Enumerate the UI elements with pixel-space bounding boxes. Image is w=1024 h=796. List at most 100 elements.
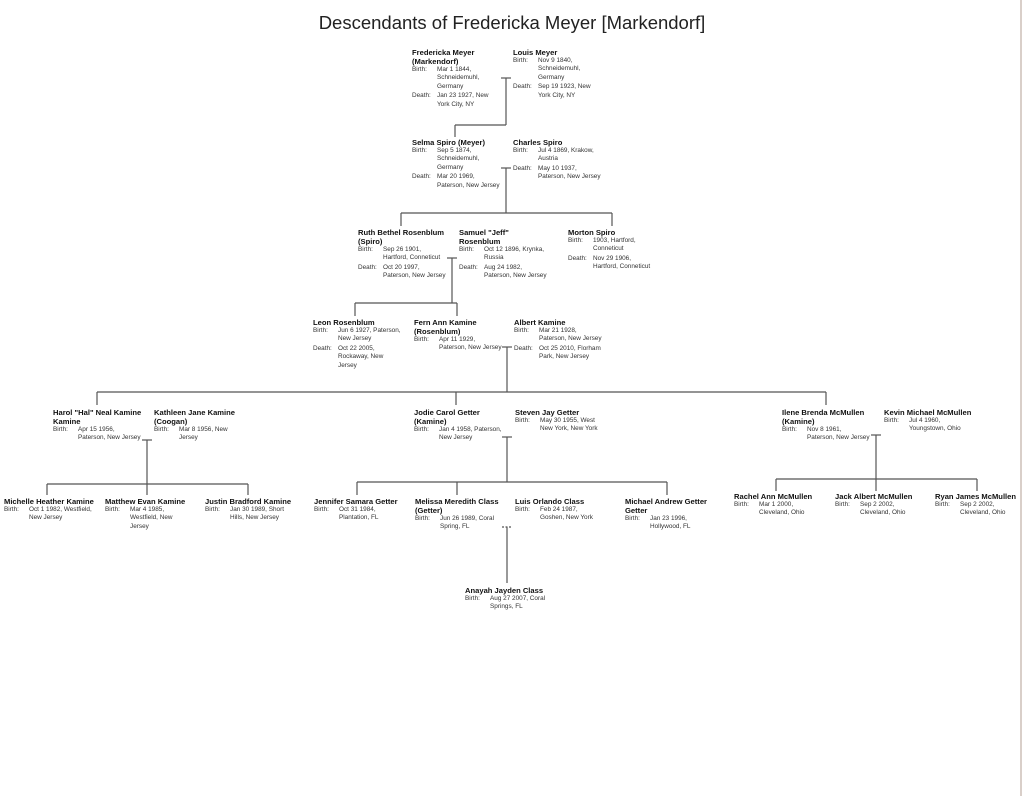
event-death: Death: Mar 20 1969, Paterson, New Jersey xyxy=(412,173,504,190)
person-name: Fern Ann Kamine (Rosenblum) xyxy=(414,318,477,336)
person-kathleen: Kathleen Jane Kamine (Coogan)Birth:Mar 8… xyxy=(154,408,246,443)
person-name: Kevin Michael McMullen xyxy=(884,408,972,417)
event-birth: Birth:Jan 4 1958, Paterson, New Jersey xyxy=(414,426,506,443)
event-value: Nov 9 1840, Schneidemuhl, Germany xyxy=(538,57,581,81)
event-death: Death:Oct 25 2010, Florham Park, New Jer… xyxy=(514,345,606,362)
event-death: Death: May 10 1937, Paterson, New Jersey xyxy=(513,165,605,182)
event-label: Birth: xyxy=(414,426,429,433)
person-name: Charles Spiro xyxy=(513,138,563,147)
person-ilene: Ilene Brenda McMullen (Kamine)Birth: Nov … xyxy=(782,408,874,443)
event-birth: Birth:Mar 1 1844, Schneidemuhl, Germany xyxy=(412,66,504,91)
event-value: May 10 1937, Paterson, New Jersey xyxy=(538,164,601,181)
event-label: Birth: xyxy=(412,66,427,73)
event-birth: Birth:Mar 21 1928, Paterson, New Jersey xyxy=(514,327,606,344)
event-birth: Birth: Feb 24 1987, Goshen, New York xyxy=(515,506,611,523)
event-value: Feb 24 1987, Goshen, New York xyxy=(540,506,593,522)
event-label: Birth: xyxy=(358,246,373,253)
event-label: Birth: xyxy=(205,506,220,513)
person-name: Melissa Meredith Class (Getter) xyxy=(415,497,499,515)
event-birth: Birth:Sep 2 2002, Cleveland, Ohio xyxy=(835,501,931,518)
event-death: Death:Jan 23 1927, New York City, NY xyxy=(412,92,504,109)
event-label: Birth: xyxy=(884,417,899,424)
page-edge xyxy=(1020,0,1022,796)
person-name: Matthew Evan Kamine xyxy=(105,497,186,506)
event-birth: Birth: Sep 26 1901, Hartford, Conneticut xyxy=(358,246,458,263)
person-name: Selma Spiro (Meyer) xyxy=(412,138,486,147)
person-name: Michael Andrew Getter Getter xyxy=(625,497,708,515)
event-value: Mar 20 1969, Paterson, New Jersey xyxy=(437,173,500,189)
person-name: Samuel "Jeff" Rosenblum xyxy=(459,228,509,246)
event-birth: Birth: Jun 26 1989, Coral Spring, FL xyxy=(415,515,511,532)
person-name: Leon Rosenblum xyxy=(313,318,375,327)
person-name: Kathleen Jane Kamine (Coogan) xyxy=(154,408,236,426)
event-value: Jan 30 1989, Short Hills, New Jersey xyxy=(230,506,285,522)
event-birth: Birth: Jul 4 1869, Krakow, Austria xyxy=(513,147,605,164)
event-label: Death: xyxy=(568,254,587,262)
event-birth: Birth:Oct 31 1984, Plantation, FL xyxy=(314,506,406,523)
event-value: Aug 24 1982, Paterson, New Jersey xyxy=(484,263,547,280)
person-name: Ilene Brenda McMullen (Kamine) xyxy=(782,408,865,426)
event-birth: Birth:Jul 4 1960, Youngstown, Ohio xyxy=(884,417,976,434)
event-label: Birth: xyxy=(105,506,120,513)
person-name: Rachel Ann McMullen xyxy=(734,492,813,501)
event-death: Death:Aug 24 1982, Paterson, New Jersey xyxy=(459,264,551,281)
event-label: Birth: xyxy=(313,327,328,334)
event-value: Jun 26 1989, Coral Spring, FL xyxy=(440,515,495,531)
event-label: Birth: xyxy=(459,246,474,253)
event-birth: Birth:1903, Hartford, Conneticut xyxy=(568,237,668,254)
event-value: Oct 12 1896, Krynka, Russia xyxy=(484,246,545,262)
event-label: Birth: xyxy=(53,426,68,433)
event-label: Birth: xyxy=(782,426,797,433)
event-label: Birth: xyxy=(625,515,640,522)
event-death: Death:Oct 22 2005, Rockaway, New Jersey xyxy=(313,345,405,370)
event-birth: Birth:Jan 23 1996, Hollywood, FL xyxy=(625,515,717,532)
person-selma: Selma Spiro (Meyer)Birth: Sep 5 1874, Sch… xyxy=(412,138,504,190)
event-label: Birth: xyxy=(513,147,528,154)
event-label: Birth: xyxy=(412,147,427,154)
event-value: Oct 1 1982, Westfield, New Jersey xyxy=(29,506,92,522)
event-label: Birth: xyxy=(4,506,19,513)
event-label: Birth: xyxy=(314,506,329,513)
event-value: Jul 4 1869, Krakow, Austria xyxy=(538,147,594,163)
event-value: Oct 25 2010, Florham Park, New Jersey xyxy=(539,344,601,361)
event-value: Sep 26 1901, Hartford, Conneticut xyxy=(383,246,441,262)
event-birth: Birth:Apr 11 1929, Paterson, New Jersey xyxy=(414,336,506,353)
event-value: Nov 29 1906, Hartford, Conneticut xyxy=(593,254,651,271)
person-name: Michelle Heather Kamine xyxy=(4,497,94,506)
event-label: Birth: xyxy=(835,501,850,508)
event-label: Death: xyxy=(412,173,431,181)
person-name: Fredericka Meyer (Markendorf) xyxy=(412,48,475,66)
event-label: Death: xyxy=(513,83,532,91)
event-value: Nov 8 1961, Paterson, New Jersey xyxy=(807,426,870,442)
event-birth: Birth:Mar 8 1956, New Jersey xyxy=(154,426,246,443)
event-value: Mar 1 2000, Cleveland, Ohio xyxy=(759,501,805,517)
event-birth: Birth:May 30 1955, West New York, New Yo… xyxy=(515,417,611,434)
event-death: Death:Sep 19 1923, New York City, NY xyxy=(513,83,605,100)
event-label: Birth: xyxy=(515,506,530,513)
person-name: Steven Jay Getter xyxy=(515,408,580,417)
person-ruth: Ruth Bethel Rosenblum (Spiro)Birth:Sep 2… xyxy=(358,228,458,281)
event-value: Sep 5 1874, Schneidemuhl, Germany xyxy=(437,147,480,171)
event-value: Aug 27 2007, Coral Springs, FL xyxy=(490,595,546,611)
event-label: Death: xyxy=(513,164,532,172)
event-label: Death: xyxy=(313,344,332,352)
event-birth: Birth:Apr 15 1956, Paterson, New Jersey xyxy=(53,426,145,443)
event-label: Birth: xyxy=(568,237,583,244)
event-value: Mar 8 1956, New Jersey xyxy=(179,426,228,442)
event-value: Apr 11 1929, Paterson, New Jersey xyxy=(439,336,502,352)
person-name: Luis Orlando Class xyxy=(515,497,585,506)
event-label: Birth: xyxy=(415,515,430,522)
event-birth: Birth:Sep 2 2002, Cleveland, Ohio xyxy=(935,501,1024,518)
event-birth: Birth:Nov 9 1840, Schneidemuhl, Germany xyxy=(513,57,605,82)
